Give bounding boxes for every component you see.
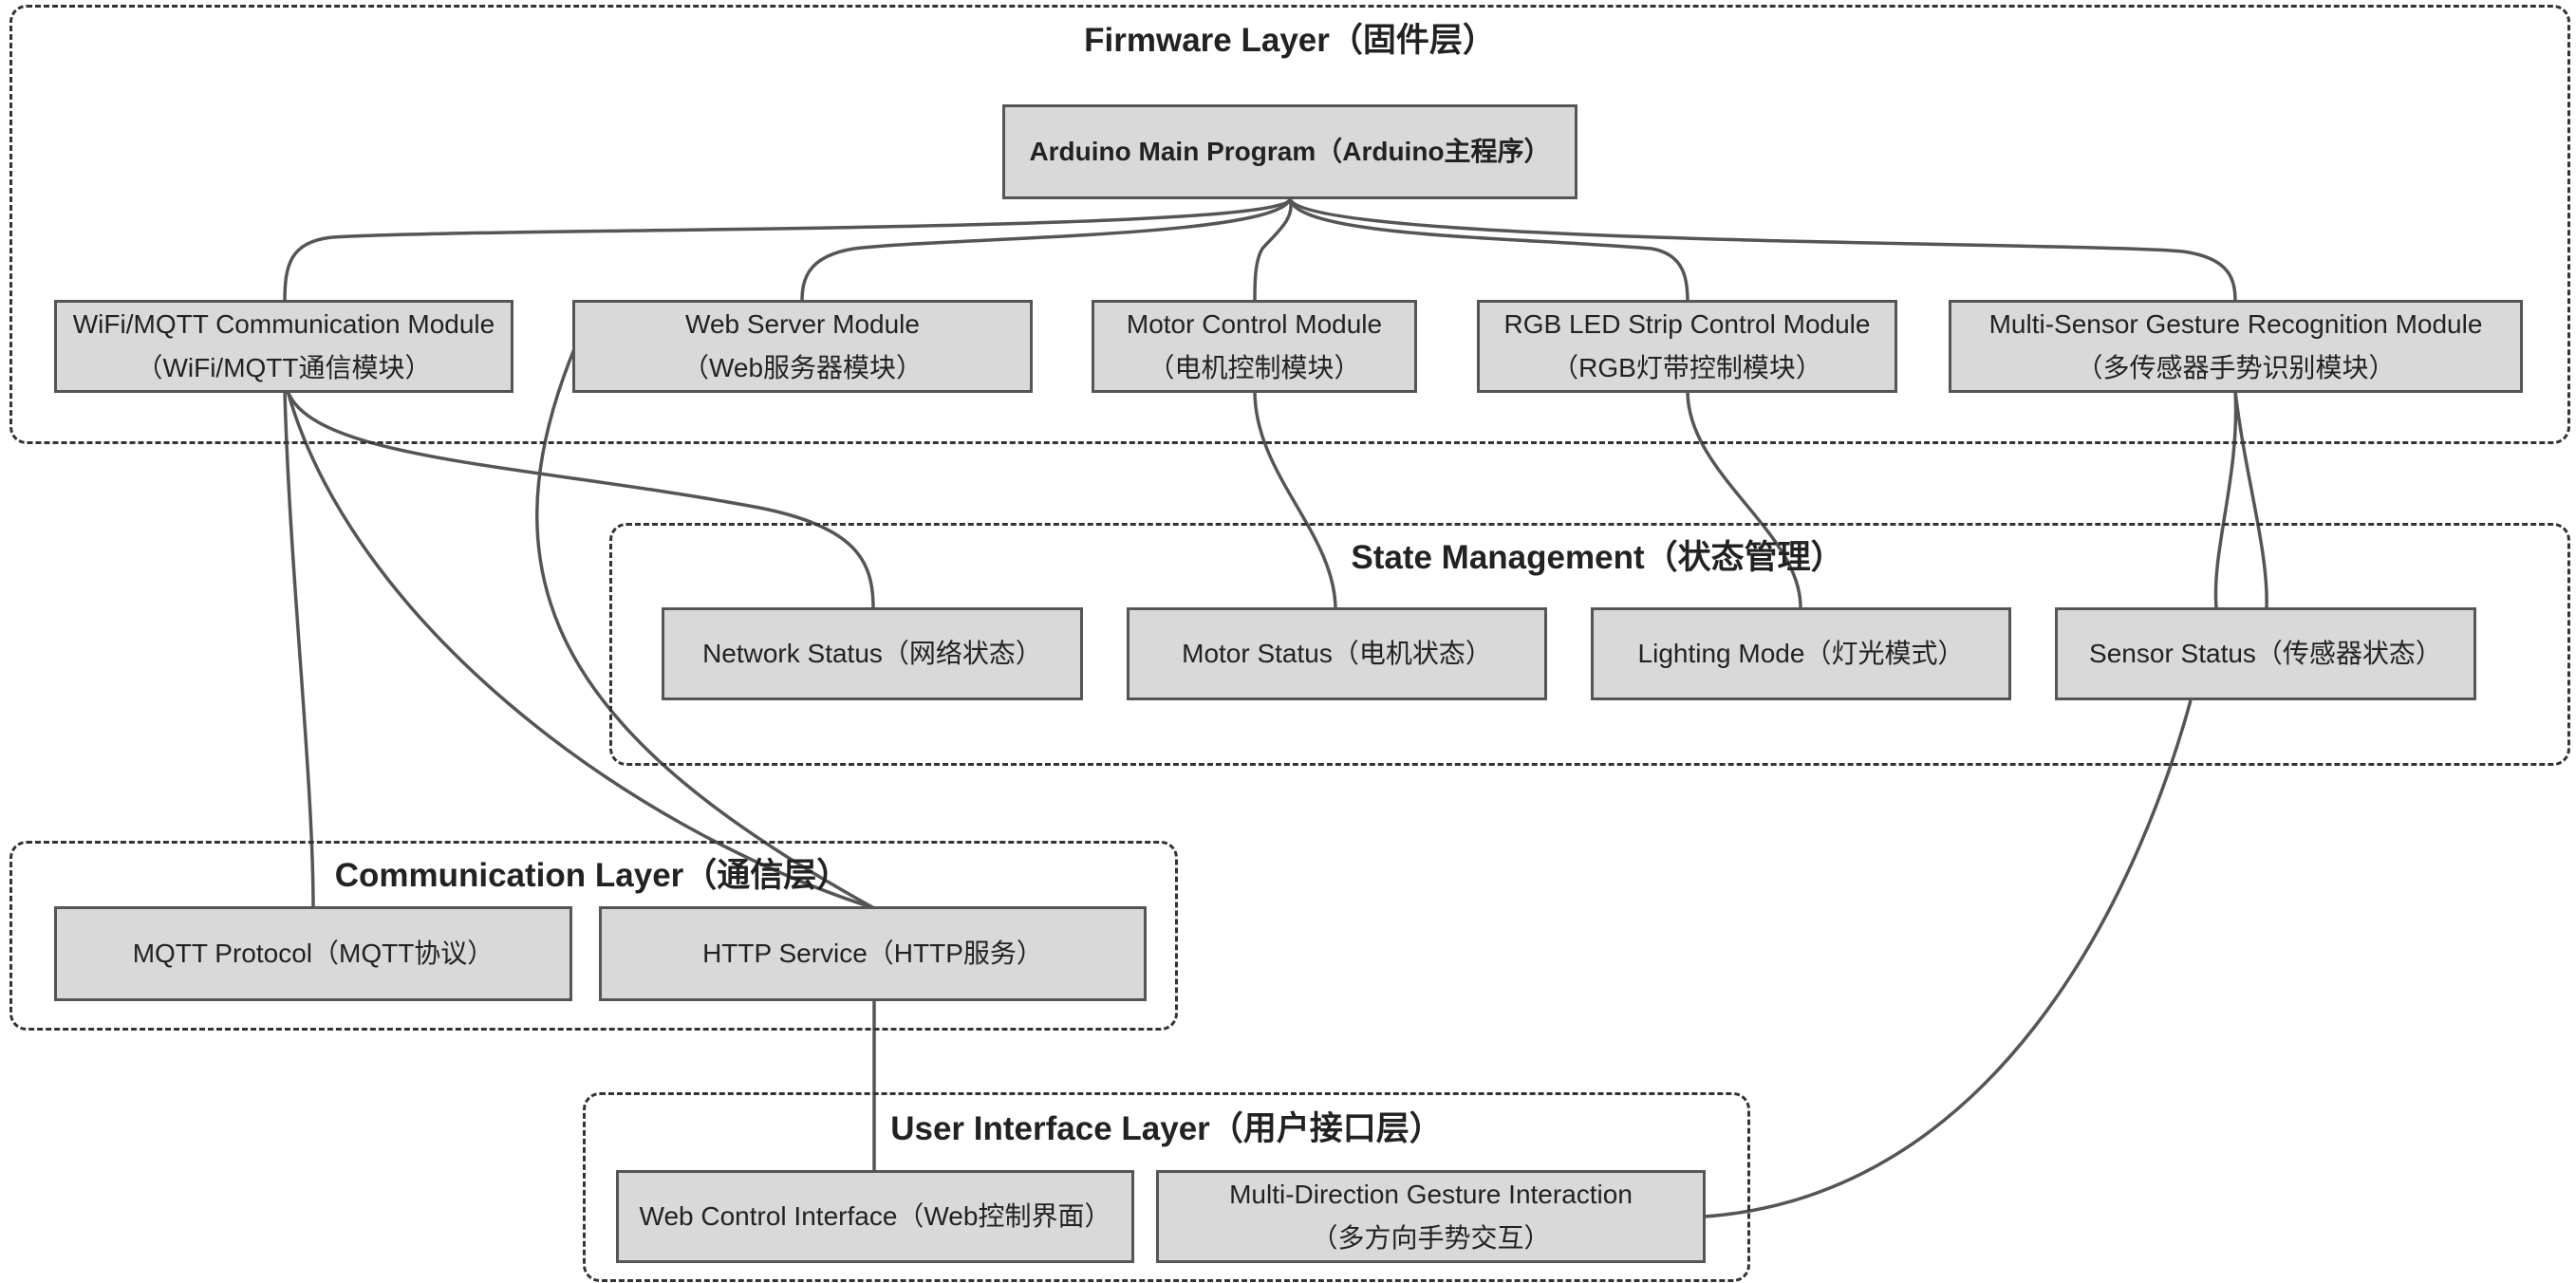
- edge-wifi-mqtt: [283, 390, 315, 909]
- wifi-mqtt-module-node: WiFi/MQTT Communication Module （WiFi/MQT…: [54, 300, 513, 393]
- arduino-main-program-node: Arduino Main Program（Arduino主程序）: [1002, 104, 1577, 199]
- edge-rgb-lighting-mode: [1686, 390, 1802, 608]
- user-interface-layer-group: [583, 1092, 1750, 1282]
- firmware-layer-title: Firmware Layer（固件层）: [1084, 22, 1496, 59]
- motor-control-module-node: Motor Control Module （电机控制模块）: [1092, 300, 1417, 393]
- web-server-module-sublabel: （Web服务器模块）: [681, 353, 924, 382]
- edge-arduino-motor: [1253, 198, 1293, 303]
- edge-motor-motor-status: [1253, 390, 1337, 608]
- web-control-interface-node: Web Control Interface（Web控制界面）: [616, 1170, 1134, 1263]
- sensor-status-label: Sensor Status（传感器状态）: [2089, 639, 2442, 668]
- edge-arduino-sensor: [1288, 197, 2237, 303]
- mqtt-protocol-label: MQTT Protocol（MQTT协议）: [132, 939, 495, 968]
- edge-arduino-web: [800, 198, 1292, 303]
- state-management-group: [609, 523, 2570, 766]
- http-service-node: HTTP Service（HTTP服务）: [599, 906, 1147, 1001]
- state-management-title: State Management（状态管理）: [1351, 539, 1844, 576]
- sensor-status-node: Sensor Status（传感器状态）: [2055, 607, 2476, 700]
- web-server-module-node: Web Server Module （Web服务器模块）: [572, 300, 1033, 393]
- firmware-layer-group: [9, 5, 2570, 444]
- mqtt-protocol-node: MQTT Protocol（MQTT协议）: [54, 906, 572, 1001]
- edge-sensor-sensor-status-b: [2233, 390, 2268, 608]
- communication-layer-group: [9, 841, 1178, 1031]
- network-status-node: Network Status（网络状态）: [662, 607, 1083, 700]
- edge-wifi-http: [286, 390, 875, 910]
- network-status-label: Network Status（网络状态）: [702, 639, 1042, 668]
- motor-control-module-sublabel: （电机控制模块）: [1148, 353, 1361, 382]
- gesture-interaction-node: Multi-Direction Gesture Interaction （多方向…: [1156, 1170, 1706, 1263]
- arduino-main-program-label: Arduino Main Program（Arduino主程序）: [1029, 137, 1551, 166]
- gesture-interaction-sublabel: （多方向手势交互）: [1311, 1223, 1551, 1253]
- web-control-interface-label: Web Control Interface（Web控制界面）: [639, 1201, 1111, 1231]
- rgb-led-module-sublabel: （RGB灯带控制模块）: [1552, 353, 1822, 382]
- user-interface-layer-title: User Interface Layer（用户接口层）: [890, 1110, 1443, 1147]
- edge-arduino-rgb: [1288, 198, 1689, 303]
- edge-sensor-sensor-status-a: [2213, 390, 2238, 608]
- lighting-mode-node: Lighting Mode（灯光模式）: [1591, 607, 2011, 700]
- communication-layer-title: Communication Layer（通信层）: [334, 857, 850, 894]
- motor-status-node: Motor Status（电机状态）: [1127, 607, 1547, 700]
- edge-wifi-network-status: [286, 390, 875, 608]
- edge-arduino-wifi: [283, 197, 1292, 303]
- edge-sensor-status-gesture-ui: [1704, 699, 2193, 1218]
- motor-status-label: Motor Status（电机状态）: [1182, 639, 1492, 668]
- gesture-recognition-module-node: Multi-Sensor Gesture Recognition Module …: [1949, 300, 2523, 393]
- edge-web-http: [535, 344, 875, 910]
- lighting-mode-label: Lighting Mode（灯光模式）: [1637, 639, 1965, 668]
- gesture-recognition-module-label: Multi-Sensor Gesture Recognition Module: [1988, 309, 2483, 339]
- web-server-module-label: Web Server Module: [685, 309, 920, 339]
- http-service-label: HTTP Service（HTTP服务）: [702, 939, 1043, 968]
- wifi-mqtt-module-label: WiFi/MQTT Communication Module: [72, 309, 495, 339]
- gesture-recognition-module-sublabel: （多传感器手势识别模块）: [2076, 353, 2396, 382]
- rgb-led-module-label: RGB LED Strip Control Module: [1503, 309, 1871, 339]
- motor-control-module-label: Motor Control Module: [1126, 309, 1383, 339]
- rgb-led-module-node: RGB LED Strip Control Module （RGB灯带控制模块）: [1477, 300, 1897, 393]
- gesture-interaction-label: Multi-Direction Gesture Interaction: [1229, 1180, 1633, 1209]
- wifi-mqtt-module-sublabel: （WiFi/MQTT通信模块）: [136, 353, 432, 382]
